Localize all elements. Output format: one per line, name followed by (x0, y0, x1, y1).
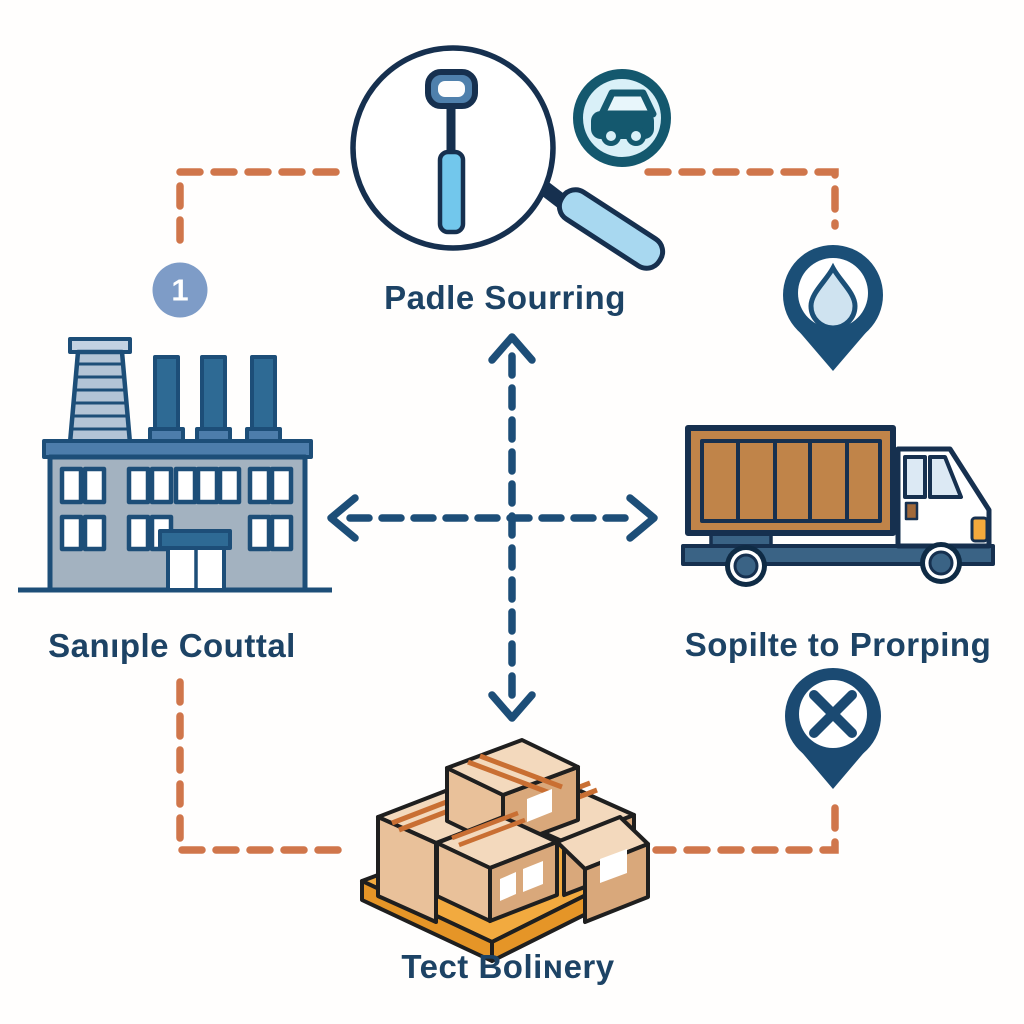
car-badge-icon (573, 69, 671, 167)
arrowhead-up-icon (488, 333, 536, 364)
delivery-node-label: Tect Boliɴery (401, 948, 615, 985)
factory-node-label: Sanıple Couttal (48, 627, 296, 664)
flow-loop-dashed-path (176, 168, 839, 854)
cab-door-handle (904, 501, 919, 521)
paddle-grip (437, 149, 466, 235)
arrowhead-right-icon (626, 494, 658, 542)
factory-door-canopy (158, 529, 232, 550)
box-label (527, 789, 552, 822)
pallet-boxes-icon (360, 738, 650, 963)
truck-container (685, 425, 896, 536)
truck-headlight (970, 516, 989, 543)
car-cabin (598, 89, 657, 118)
cargo-truck-icon (681, 425, 995, 587)
sourcing-node-label: Padle Sourring (384, 279, 626, 316)
cab-window (903, 455, 927, 499)
factory-icon (18, 337, 332, 593)
step-number-badge: 1 (152, 262, 208, 318)
shipping-node-label: Sopilte to Prorping (684, 626, 992, 663)
factory-windows (59, 466, 294, 552)
x-mark (809, 690, 857, 738)
truck-wheels (725, 542, 962, 587)
arrowhead-down-icon (488, 691, 536, 722)
cab-windshield (928, 455, 963, 499)
magnifier-paddle-icon (350, 45, 666, 271)
box-label (500, 872, 516, 901)
box-label (600, 849, 627, 883)
x-location-pin-icon (785, 668, 881, 789)
arrowhead-left-icon (327, 494, 359, 542)
box-label (523, 861, 543, 892)
water-drop-pin-icon (783, 245, 883, 371)
center-cross-arrows (327, 333, 658, 722)
magnifier-handle (556, 187, 666, 271)
water-drop (808, 262, 858, 331)
